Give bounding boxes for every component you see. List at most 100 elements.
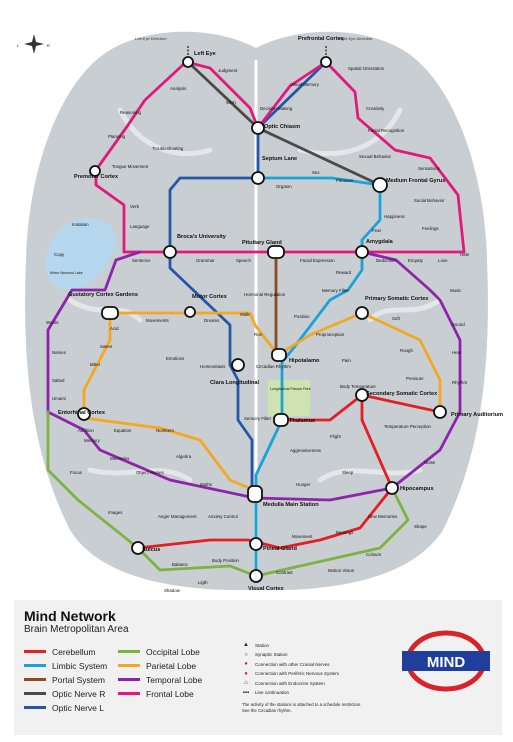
- stop-copy[interactable]: Copy: [54, 252, 65, 257]
- stop-spatial[interactable]: Spatial Orientation: [348, 66, 385, 71]
- station-visual-cortex[interactable]: Visual Cortex: [248, 586, 285, 592]
- stop-empaty[interactable]: Empaty: [408, 258, 424, 263]
- stop-run[interactable]: Run: [254, 332, 263, 337]
- station-primary-auditorium[interactable]: Primary Auditorium: [451, 412, 503, 418]
- station-motor-marker[interactable]: [184, 306, 196, 318]
- station-medulla-marker[interactable]: [247, 485, 263, 503]
- stop-pleasure[interactable]: Pleasure: [336, 178, 354, 183]
- stop-feelings[interactable]: Feelings: [422, 226, 439, 231]
- stop-anxiety-control[interactable]: Anxiety Control: [208, 514, 238, 519]
- stop-anger-management[interactable]: Anger Management: [158, 514, 197, 519]
- stop-focus[interactable]: Focus: [70, 470, 83, 475]
- station-hipocampus[interactable]: Hipocampus: [400, 486, 434, 492]
- stop-fear[interactable]: Fear: [372, 228, 382, 233]
- station-gustatory-marker[interactable]: [101, 306, 119, 320]
- stop-rhythm[interactable]: Rhythm: [452, 380, 467, 385]
- station-septum-marker[interactable]: [251, 171, 265, 185]
- station-septum-lane[interactable]: Septum Lane: [262, 156, 297, 162]
- stop-facial-recognition[interactable]: Facial Recognition: [368, 128, 405, 133]
- stop-facial-expression[interactable]: Facial Expression: [300, 258, 335, 263]
- stop-sensory-filter[interactable]: Sensory Filter: [244, 416, 272, 421]
- stop-reward[interactable]: Reward: [336, 270, 352, 275]
- stop-speech[interactable]: Speech: [236, 258, 251, 263]
- stop-colours[interactable]: Colours: [366, 552, 382, 557]
- station-gustatory[interactable]: Gustatory Cortex Gardens: [68, 292, 138, 298]
- station-hipotalamo[interactable]: Hipotalamo: [289, 358, 320, 364]
- stop-reasoning[interactable]: Reasoning: [120, 110, 142, 115]
- stop-orgasm[interactable]: Orgasm: [276, 184, 292, 189]
- station-secondary-somatic[interactable]: Secondary Somatic Cortex: [366, 391, 438, 397]
- station-secondary-somatic-marker[interactable]: [355, 388, 369, 402]
- stop-imitation[interactable]: Imitation: [72, 222, 89, 227]
- station-left-eye[interactable]: Left Eye: [194, 51, 216, 57]
- station-optic-chiasm[interactable]: Optic Chiasm: [264, 124, 300, 130]
- stop-contrast[interactable]: Contrast: [276, 570, 293, 575]
- stop-circadian-rhythm[interactable]: Circadian Rhythm: [256, 364, 291, 369]
- stop-acid[interactable]: Acid: [110, 326, 119, 331]
- station-primary-somatic-marker[interactable]: [355, 306, 369, 320]
- stop-social-behavior[interactable]: Social Behavior: [414, 198, 445, 203]
- station-medulla[interactable]: Medulla Main Station: [263, 502, 319, 508]
- stop-shadow[interactable]: Shadow: [164, 588, 181, 593]
- station-sulcus[interactable]: Sulcus: [142, 547, 160, 553]
- stop-hormonal-regulation[interactable]: Hormonal Regulation: [244, 292, 286, 297]
- stop-sexual-behavior[interactable]: Sexual Behavior: [359, 154, 392, 159]
- stop-numbers[interactable]: Numbers: [156, 428, 175, 433]
- station-entorhinal-marker[interactable]: [77, 407, 91, 421]
- station-hipocampus-marker[interactable]: [385, 481, 399, 495]
- stop-music[interactable]: Music: [450, 288, 462, 293]
- stop-algebra[interactable]: Algebra: [176, 454, 192, 459]
- stop-grammar[interactable]: Grammar: [196, 258, 215, 263]
- station-pineal-marker[interactable]: [249, 537, 263, 551]
- stop-creativity[interactable]: Creativity: [366, 106, 385, 111]
- stop-images[interactable]: Images: [108, 510, 123, 515]
- station-clara-marker[interactable]: [231, 358, 245, 372]
- station-thalamus[interactable]: Thalamus: [289, 418, 315, 424]
- stop-sound[interactable]: Sound: [452, 322, 465, 327]
- stop-memory[interactable]: Memory: [84, 438, 101, 443]
- station-motor[interactable]: Motor Cortex: [192, 294, 228, 300]
- stop-temperature-perception[interactable]: Temperature Perception: [384, 424, 431, 429]
- station-left-eye-marker[interactable]: [182, 56, 194, 68]
- stop-verb[interactable]: Verb: [130, 204, 140, 209]
- stop-position[interactable]: Position: [294, 314, 310, 319]
- stop-aggressiveness[interactable]: Aggressiveness: [290, 448, 322, 453]
- stop-ligth[interactable]: Ligth: [198, 580, 208, 585]
- stop-soft[interactable]: Soft: [392, 316, 401, 321]
- stop-troubleshooting[interactable]: Troubleshooting: [152, 146, 184, 151]
- stop-sex[interactable]: Sex: [312, 170, 320, 175]
- station-hipotalamo-marker[interactable]: [271, 348, 287, 362]
- stop-movement[interactable]: Movement: [292, 534, 313, 539]
- stop-analysis[interactable]: Analysis: [170, 86, 187, 91]
- stop-maths[interactable]: Maths: [200, 482, 213, 487]
- stop-bearings[interactable]: Bearings: [336, 530, 354, 535]
- station-primary-auditorium-marker[interactable]: [433, 405, 447, 419]
- station-brocas-marker[interactable]: [163, 245, 177, 259]
- stop-emotions[interactable]: Emotions: [166, 356, 185, 361]
- station-medium-frontal[interactable]: Medium Frontal Gyrus: [386, 178, 445, 184]
- station-pituitary-marker[interactable]: [267, 245, 285, 259]
- stop-bitter[interactable]: Bitter: [90, 362, 101, 367]
- stop-hate[interactable]: Hate: [460, 252, 470, 257]
- station-visual-cortex-marker[interactable]: [249, 569, 263, 583]
- stop-flight[interactable]: Flight: [330, 434, 342, 439]
- station-primary-somatic[interactable]: Primary Somatic Cortex: [365, 296, 429, 302]
- stop-equation[interactable]: Equation: [114, 428, 132, 433]
- stop-addition[interactable]: Addition: [78, 428, 94, 433]
- stop-tongue-movement[interactable]: Tongue Movement: [112, 164, 149, 169]
- station-optic-chiasm-marker[interactable]: [251, 121, 265, 135]
- stop-noise[interactable]: Noise: [424, 460, 436, 465]
- station-pituitary[interactable]: Pituitary Gland: [242, 240, 282, 246]
- station-thalamus-marker[interactable]: [273, 413, 289, 427]
- stop-language[interactable]: Language: [130, 224, 150, 229]
- stop-sensations[interactable]: Sensations: [418, 166, 441, 171]
- stop-new-memories[interactable]: New Memories: [368, 514, 398, 519]
- stop-object-names[interactable]: Object Names: [136, 470, 165, 475]
- stop-umami[interactable]: Umami: [52, 396, 66, 401]
- stop-memories[interactable]: Memories: [110, 456, 130, 461]
- stop-hunger[interactable]: Hunger: [296, 482, 311, 487]
- stop-decision[interactable]: Decision Making: [260, 106, 293, 111]
- stop-proprioception[interactable]: Proprioception: [316, 332, 345, 337]
- station-pineal[interactable]: Pineal Gland: [263, 546, 297, 552]
- stop-motion-vision[interactable]: Motion Vision: [328, 568, 355, 573]
